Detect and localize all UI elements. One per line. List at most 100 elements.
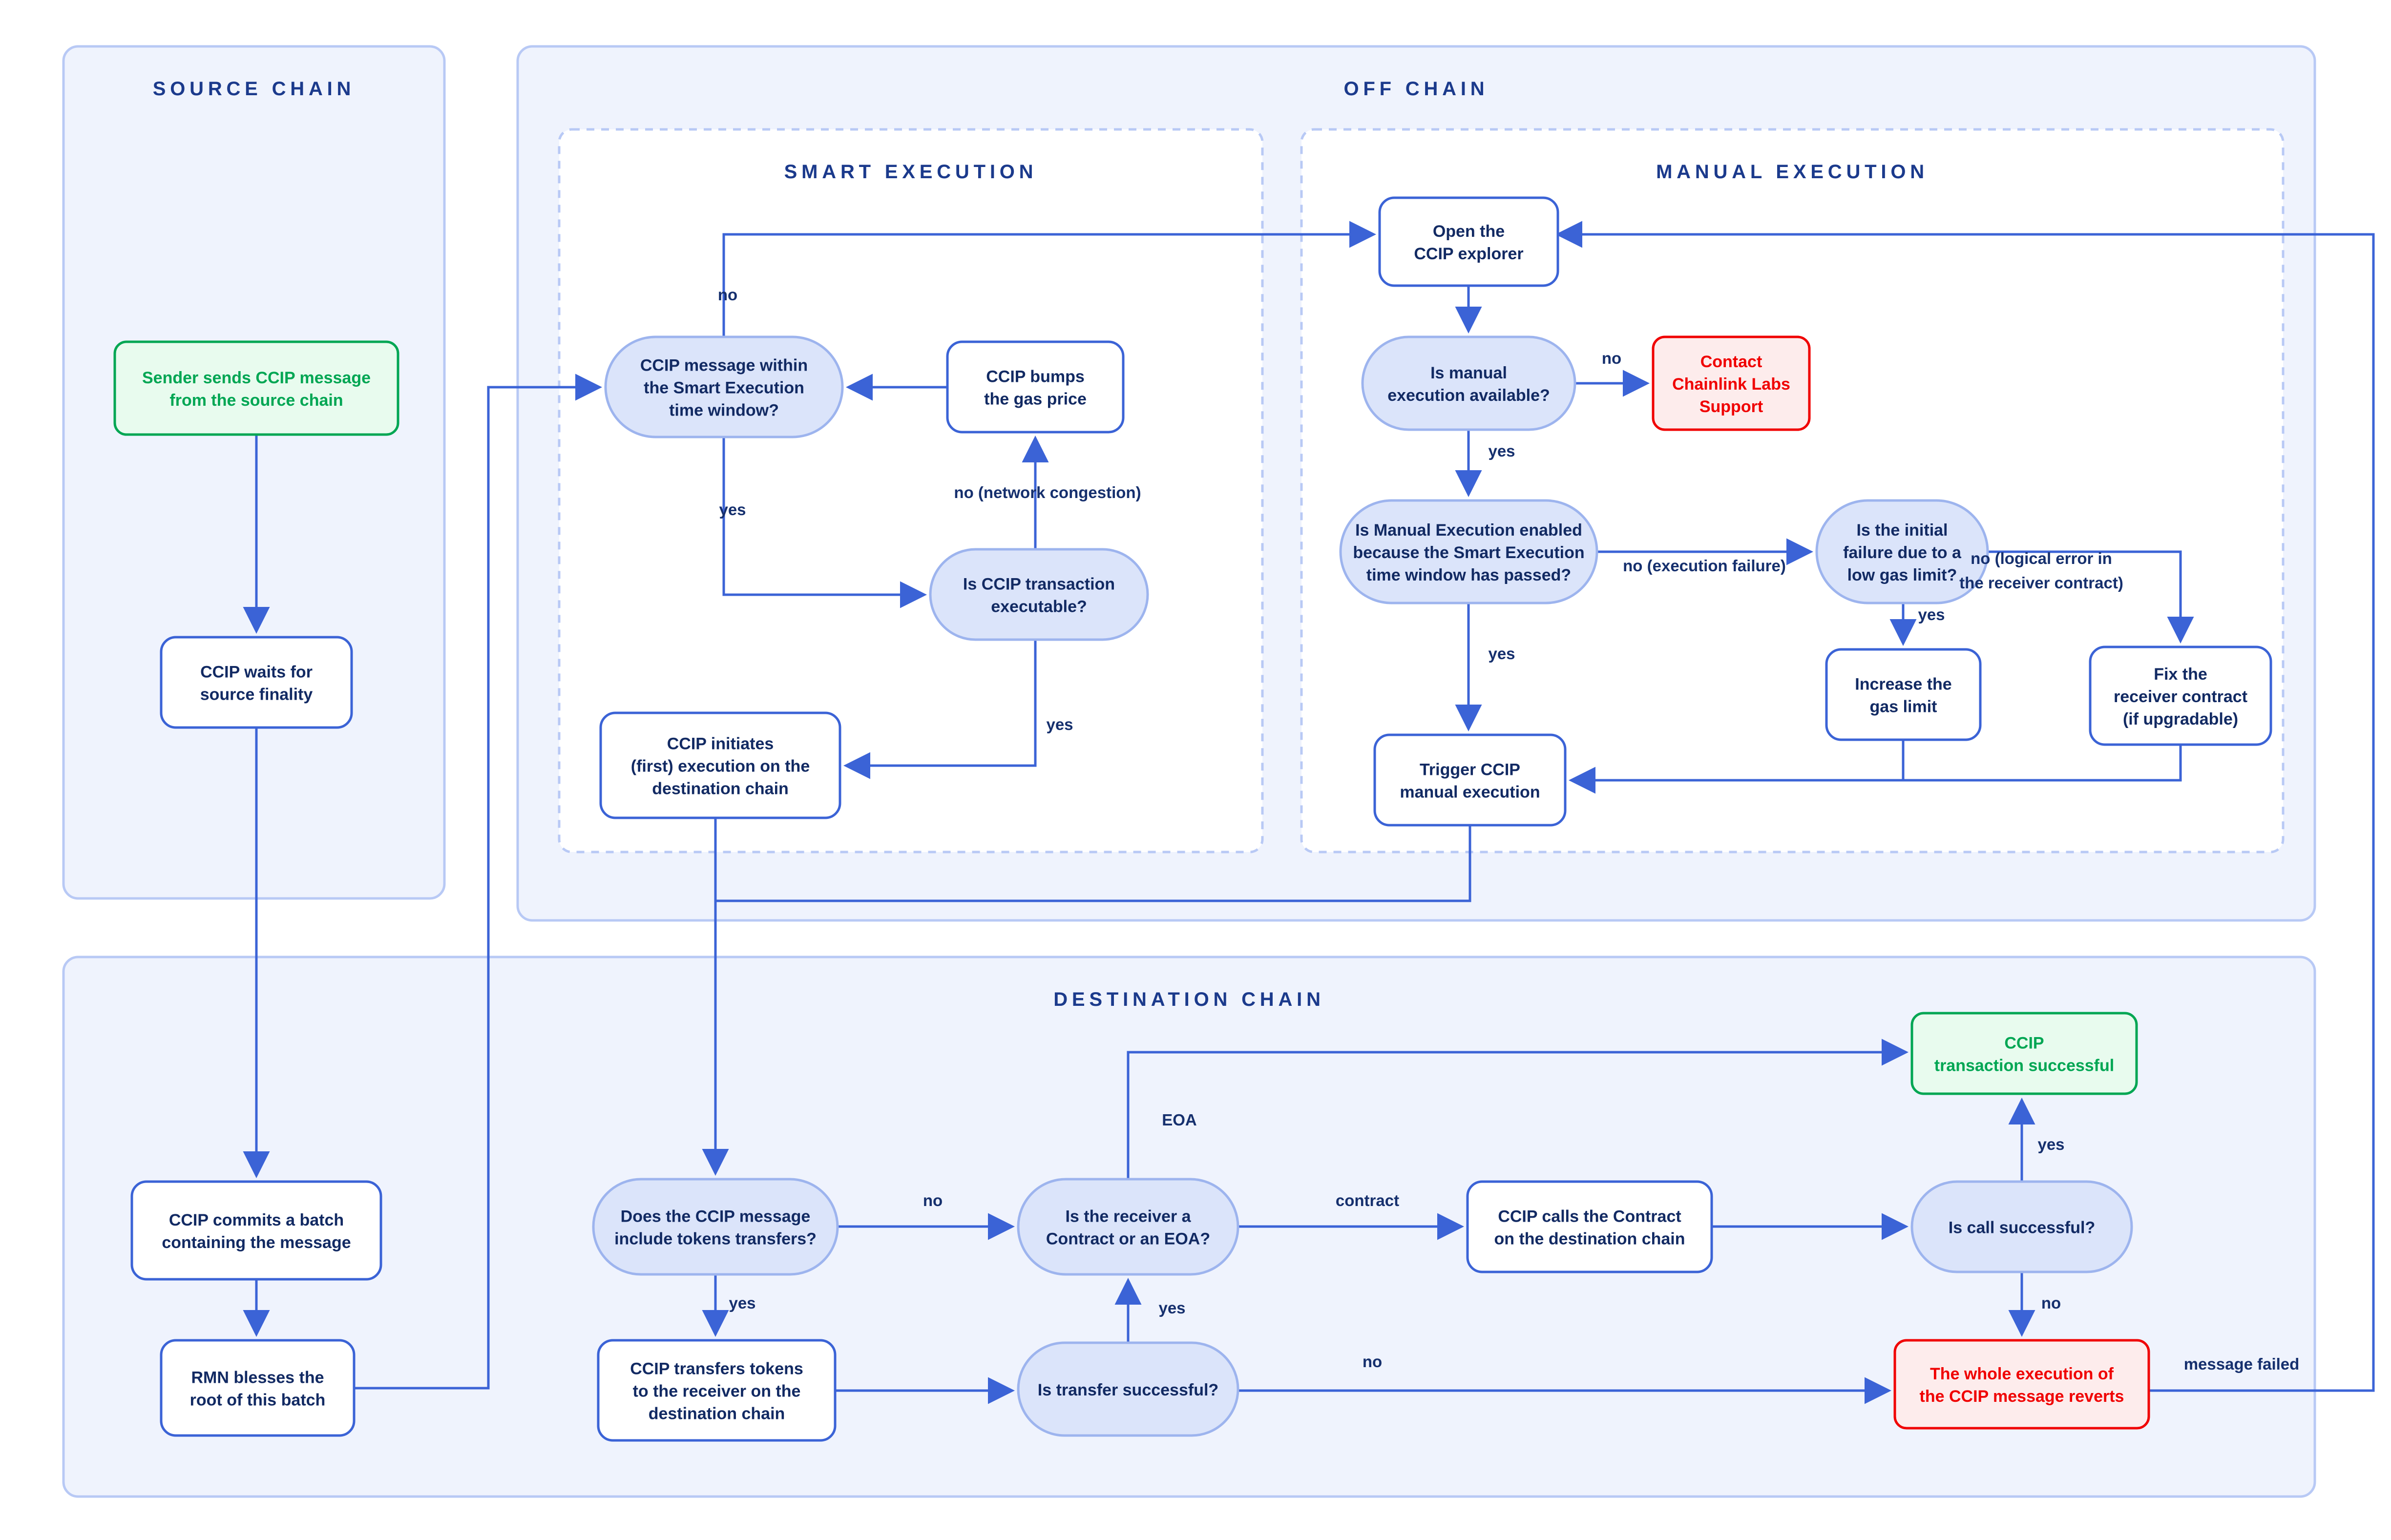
node-label-initial-failure-gas: low gas limit? bbox=[1847, 566, 1957, 584]
subpanels-layer: SMART EXECUTION MANUAL EXECUTION bbox=[558, 128, 2285, 853]
node-label-contact-support: Support bbox=[1699, 397, 1763, 416]
node-label-initiates-exec: (first) execution on the bbox=[631, 757, 810, 776]
node-label-fix-receiver: receiver contract bbox=[2114, 687, 2247, 706]
node-label-manual-available: execution available? bbox=[1387, 386, 1550, 405]
node-transfers-tokens[interactable]: CCIP transfers tokens to the receiver on … bbox=[597, 1339, 837, 1442]
edge-reverts-to-explorer bbox=[1555, 221, 2375, 1392]
label-contract: contract bbox=[1336, 1191, 1399, 1209]
node-label-manual-enabled: because the Smart Execution bbox=[1353, 543, 1584, 562]
label-no-logic-1: no (logical error in bbox=[1971, 549, 2112, 567]
panel-title-off-chain: OFF CHAIN bbox=[1344, 78, 1489, 100]
node-label-initial-failure-gas: failure due to a bbox=[1843, 543, 1962, 562]
edge-within-window-no-to-explorer bbox=[722, 221, 1376, 337]
node-waits-finality[interactable]: CCIP waits for source finality bbox=[160, 636, 353, 729]
node-label-manual-enabled: Is Manual Execution enabled bbox=[1355, 521, 1582, 540]
label-no-window: no bbox=[718, 286, 737, 304]
panel-title-source-chain: SOURCE CHAIN bbox=[153, 78, 356, 100]
node-rmn-blesses[interactable]: RMN blesses the root of this batch bbox=[160, 1339, 356, 1437]
label-yes-window: yes bbox=[719, 500, 746, 519]
node-label-execution-reverts: the CCIP message reverts bbox=[1920, 1387, 2124, 1406]
edges-layer bbox=[243, 221, 2375, 1404]
panel-source-chain: SOURCE CHAIN bbox=[62, 45, 446, 900]
subpanel-manual-execution: MANUAL EXECUTION bbox=[1300, 128, 2285, 853]
label-yes-executable: yes bbox=[1046, 715, 1073, 733]
node-execution-reverts[interactable]: The whole execution of the CCIP message r… bbox=[1893, 1339, 2150, 1430]
node-label-commits-batch: containing the message bbox=[162, 1233, 351, 1252]
node-label-includes-tokens: Does the CCIP message bbox=[621, 1207, 811, 1226]
edge-receiver-eoa-to-success bbox=[1127, 1039, 1909, 1179]
panel-title-destination-chain: DESTINATION CHAIN bbox=[1053, 989, 1325, 1010]
label-no-call: no bbox=[2041, 1294, 2061, 1312]
label-no-congestion: no (network congestion) bbox=[954, 483, 1141, 501]
node-receiver-kind[interactable]: Is the receiver a Contract or an EOA? bbox=[1017, 1178, 1239, 1276]
node-label-manual-enabled: time window has passed? bbox=[1366, 566, 1571, 584]
node-label-sender-sends: from the source chain bbox=[169, 391, 343, 410]
node-label-tx-executable: executable? bbox=[991, 598, 1087, 616]
node-transfer-successful[interactable]: Is transfer successful? bbox=[1017, 1341, 1239, 1437]
node-label-increase-gas: Increase the bbox=[1855, 675, 1951, 694]
node-label-contact-support: Chainlink Labs bbox=[1672, 375, 1790, 394]
node-label-commits-batch: CCIP commits a batch bbox=[169, 1211, 344, 1229]
node-label-transfers-tokens: to the receiver on the bbox=[633, 1382, 801, 1401]
node-label-transfers-tokens: CCIP transfers tokens bbox=[630, 1360, 803, 1378]
node-call-successful[interactable]: Is call successful? bbox=[1910, 1180, 2133, 1273]
node-label-transfers-tokens: destination chain bbox=[649, 1405, 785, 1423]
subpanel-title-smart-execution: SMART EXECUTION bbox=[784, 161, 1038, 183]
node-label-open-explorer: Open the bbox=[1433, 222, 1505, 241]
label-no-transfer: no bbox=[1363, 1353, 1382, 1371]
subpanel-smart-execution: SMART EXECUTION bbox=[558, 128, 1264, 853]
label-no-manual: no bbox=[1602, 349, 1621, 367]
edge-within-window-yes-to-executable bbox=[722, 437, 927, 608]
node-label-receiver-kind: Is the receiver a bbox=[1065, 1207, 1191, 1226]
label-no-tokens: no bbox=[923, 1191, 943, 1209]
node-label-calls-contract: on the destination chain bbox=[1494, 1230, 1685, 1249]
node-label-tx-successful: CCIP bbox=[2004, 1034, 2044, 1053]
node-label-bumps-gas: CCIP bumps bbox=[986, 368, 1085, 386]
node-commits-batch[interactable]: CCIP commits a batch containing the messa… bbox=[130, 1180, 382, 1281]
node-tx-executable[interactable]: Is CCIP transaction executable? bbox=[929, 548, 1149, 641]
node-label-initiates-exec: destination chain bbox=[652, 780, 789, 798]
node-tx-successful[interactable]: CCIP transaction successful bbox=[1910, 1012, 2138, 1095]
node-label-waits-finality: source finality bbox=[200, 686, 313, 704]
label-eoa: EOA bbox=[1162, 1111, 1197, 1129]
node-label-fix-receiver: (if upgradable) bbox=[2123, 710, 2238, 728]
node-label-tx-successful: transaction successful bbox=[1934, 1057, 2114, 1075]
edge-rmn-to-within-window bbox=[354, 374, 602, 1390]
label-yes-call: yes bbox=[2037, 1135, 2064, 1153]
node-label-receiver-kind: Contract or an EOA? bbox=[1046, 1230, 1210, 1249]
label-yes-gas: yes bbox=[1918, 605, 1945, 624]
node-manual-available[interactable]: Is manual execution available? bbox=[1361, 335, 1576, 431]
label-no-exec-failure: no (execution failure) bbox=[1623, 557, 1786, 575]
node-label-tx-executable: Is CCIP transaction bbox=[963, 575, 1115, 594]
node-increase-gas[interactable]: Increase the gas limit bbox=[1825, 648, 1982, 741]
node-label-rmn-blesses: root of this batch bbox=[190, 1391, 326, 1410]
edge-trigger-to-destination bbox=[715, 825, 1471, 902]
node-label-rmn-blesses: RMN blesses the bbox=[191, 1369, 324, 1387]
node-initiates-exec[interactable]: CCIP initiates(first) execution on thede… bbox=[599, 711, 841, 819]
node-label-transfer-successful: Is transfer successful? bbox=[1038, 1381, 1218, 1399]
node-label-within-window: time window? bbox=[669, 401, 779, 420]
node-label-waits-finality: CCIP waits for bbox=[200, 663, 313, 682]
edge-executable-yes-to-initiates bbox=[843, 640, 1037, 779]
subpanel-title-manual-execution: MANUAL EXECUTION bbox=[1656, 161, 1929, 183]
node-label-call-successful: Is call successful? bbox=[1949, 1219, 2096, 1237]
label-yes-manual-enabled: yes bbox=[1488, 645, 1515, 663]
node-manual-enabled[interactable]: Is Manual Execution enabled because the S… bbox=[1339, 499, 1598, 604]
edge-labels-layer: no yes no (network congestion) yes no yes no (… bbox=[718, 286, 2299, 1373]
node-label-manual-available: Is manual bbox=[1430, 364, 1507, 382]
node-label-execution-reverts: The whole execution of bbox=[1930, 1365, 2114, 1383]
node-label-increase-gas: gas limit bbox=[1870, 698, 1937, 716]
